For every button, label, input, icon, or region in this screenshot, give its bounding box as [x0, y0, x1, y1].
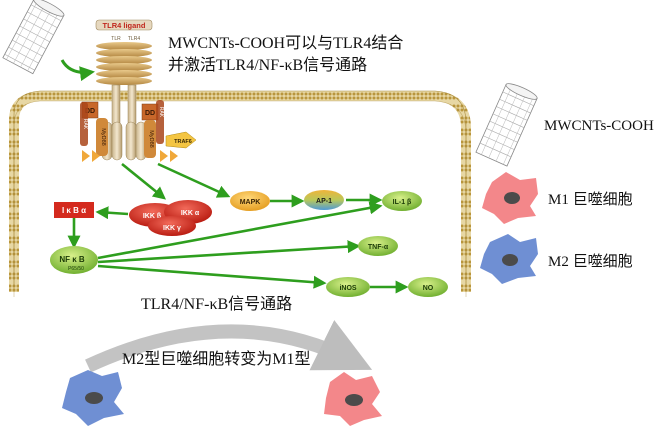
myd88-right-label: MyD88 [148, 130, 154, 147]
cell-membrane [9, 91, 471, 292]
mapk-node: MAPK [230, 191, 270, 211]
ikka-label: IKK α [181, 210, 200, 217]
legend-m2-icon [480, 234, 538, 284]
pathway-arrows [67, 162, 409, 294]
ap1-label: AP-1 [316, 198, 332, 205]
tlr4-receptor: TLR4 ligand TLR TLR4 [95, 19, 153, 161]
nfkb-label: NF κ B [59, 255, 85, 264]
binding-arrow [60, 59, 95, 82]
header-line1: MWCNTs-COOH可以与TLR4结合 [168, 34, 403, 52]
tlr4-ligand-label: TLR4 ligand [103, 21, 146, 30]
m1-cell-bottom [324, 372, 382, 426]
legend-cnt-label: MWCNTs-COOH [544, 118, 654, 134]
legend-m2-label: M2 巨噬细胞 [548, 253, 633, 270]
ikba-label: I κ B α [62, 206, 86, 215]
legend-m1-label: M1 巨噬细胞 [548, 191, 633, 208]
transition-label: M2型巨噬细胞转变为M1型 [122, 350, 310, 368]
ikkg-label: IKK γ [163, 225, 181, 232]
ap1-node: AP-1 [304, 190, 344, 210]
dd-left-label: DD [85, 108, 95, 115]
m2-cell-bottom [62, 370, 124, 426]
nfkb-sub-label: P65/50 [68, 266, 84, 272]
traf6-label: TRAF6 [174, 139, 192, 145]
header-line2: 并激活TLR4/NF-κB信号通路 [168, 56, 367, 74]
dd-right-label: DD [145, 110, 155, 117]
nfkb-node: NF κ B P65/50 [50, 246, 98, 274]
mapk-label: MAPK [240, 199, 261, 206]
adaptor-right: DD RAK MyD88 TRAF6 [141, 100, 197, 162]
inos-label: iNOS [339, 285, 356, 292]
myd88-left-label: MyD88 [100, 128, 106, 145]
ikk-complex: IKK β IKK α IKK γ [129, 200, 212, 236]
legend-nanotube-icon [475, 83, 538, 167]
nanotube-icon [2, 0, 65, 75]
receptor-coils [96, 42, 152, 85]
rak-left-label: RAK [82, 119, 88, 130]
il1b-label: IL-1 β [393, 199, 412, 206]
ikkb-label: IKK β [143, 213, 162, 220]
tlr-left-label: TLR [111, 36, 121, 42]
pathway-label: TLR4/NF-κB信号通路 [141, 295, 292, 313]
ikba-node: I κ B α [54, 202, 94, 218]
legend: MWCNTs-COOH M1 巨噬细胞 M2 巨噬细胞 [475, 83, 654, 284]
tnfa-label: TNF-α [368, 244, 389, 251]
no-node: NO [408, 277, 448, 297]
no-label: NO [423, 285, 434, 292]
legend-m1-icon [482, 172, 538, 224]
il1b-node: IL-1 β [382, 191, 422, 211]
rak-right-label: RAK [158, 107, 164, 118]
adaptor-left: DD RAK MyD88 [80, 101, 108, 162]
inos-node: iNOS [326, 277, 370, 297]
tlr-right-label: TLR4 [128, 36, 140, 42]
tnfa-node: TNF-α [358, 236, 398, 256]
transition-arrow [85, 320, 373, 373]
